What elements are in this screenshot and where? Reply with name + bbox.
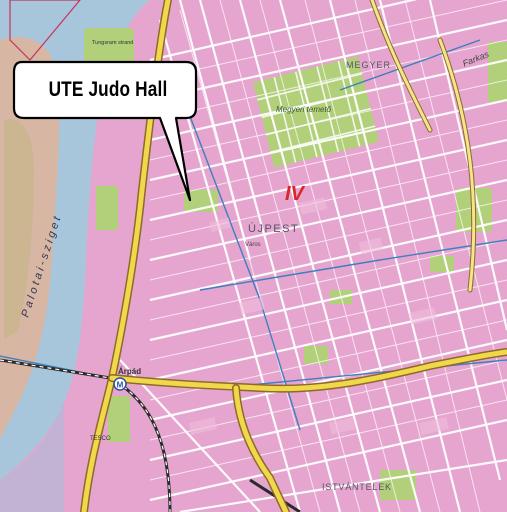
road-south (233, 385, 289, 512)
road-north-east (370, 0, 432, 132)
label-megyeri-temeto: Megyeri temető (276, 105, 332, 114)
park-small-4 (108, 396, 130, 442)
park-megyer-cemetery (252, 56, 380, 168)
district-boundary-top-left (9, 0, 81, 61)
callout-label: UTE Judo Hall (48, 78, 168, 101)
park-small-1 (430, 256, 454, 272)
park-small-7 (488, 42, 507, 102)
park-tungsram-strand (84, 28, 134, 68)
park-small-3 (304, 346, 328, 364)
svg-text:M: M (117, 381, 124, 390)
water-bottom-left (0, 400, 64, 512)
label-tungsram-strand: Tungsram strand (92, 40, 133, 46)
park-small-6 (96, 186, 118, 230)
metro-station-marker: M (113, 377, 127, 391)
road-east (438, 38, 476, 292)
callout-bubble (12, 60, 198, 202)
building-blocks (188, 197, 449, 435)
road-arpad (109, 349, 507, 392)
label-tesco: TESCO (90, 436, 111, 442)
island-inner-green (4, 119, 34, 340)
label-varos: Város (245, 242, 261, 248)
label-megyer: MEGYER (346, 60, 391, 70)
minor-streets (149, 0, 507, 512)
label-district-iv: IV (285, 183, 306, 205)
label-istvantelek: ISTVÁNTELEK (322, 482, 392, 492)
label-ujpest: ÚJPEST (248, 222, 299, 235)
label-arpad: Árpád (118, 367, 141, 376)
